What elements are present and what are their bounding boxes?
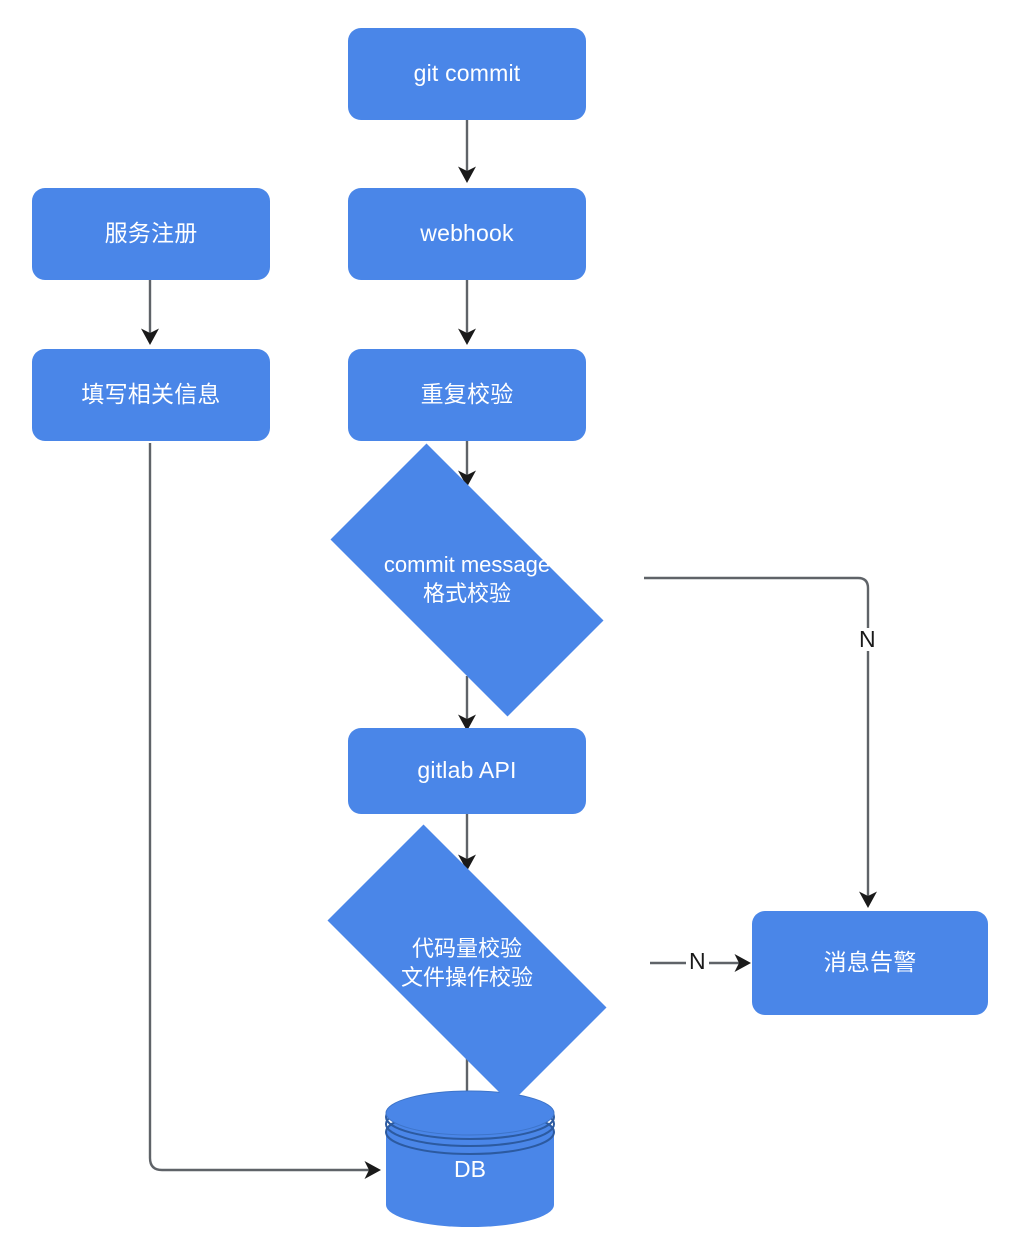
node-duplicate-check[interactable]: 重复校验 [348, 349, 586, 441]
node-gitlab-api[interactable]: gitlab API [348, 728, 586, 814]
node-code-file-check[interactable]: 代码量校验 文件操作校验 [284, 824, 650, 1104]
node-service-register[interactable]: 服务注册 [32, 188, 270, 280]
node-webhook-label: webhook [420, 220, 514, 247]
edge-label-code-check-no: N [686, 950, 709, 973]
node-service-register-label: 服务注册 [104, 220, 198, 247]
node-git-commit-label: git commit [413, 60, 521, 87]
node-fill-info[interactable]: 填写相关信息 [32, 349, 270, 441]
node-commit-message-format-check-label: commit message 格式校验 [383, 552, 551, 606]
edge-label-commit-msg-no: N [856, 628, 879, 651]
node-duplicate-check-label: 重复校验 [420, 381, 514, 408]
edge-commit-msg-no-to-message-alert [644, 576, 877, 908]
node-db-label: DB [454, 1156, 486, 1183]
node-fill-info-label: 填写相关信息 [81, 381, 221, 408]
node-message-alert[interactable]: 消息告警 [752, 911, 988, 1015]
node-webhook[interactable]: webhook [348, 188, 586, 280]
node-git-commit[interactable]: git commit [348, 28, 586, 120]
node-gitlab-api-label: gitlab API [417, 757, 517, 784]
node-db[interactable]: DB [386, 1140, 554, 1200]
node-code-file-check-label: 代码量校验 文件操作校验 [400, 936, 533, 990]
node-message-alert-label: 消息告警 [823, 949, 917, 976]
node-commit-message-format-check[interactable]: commit message 格式校验 [290, 443, 644, 717]
